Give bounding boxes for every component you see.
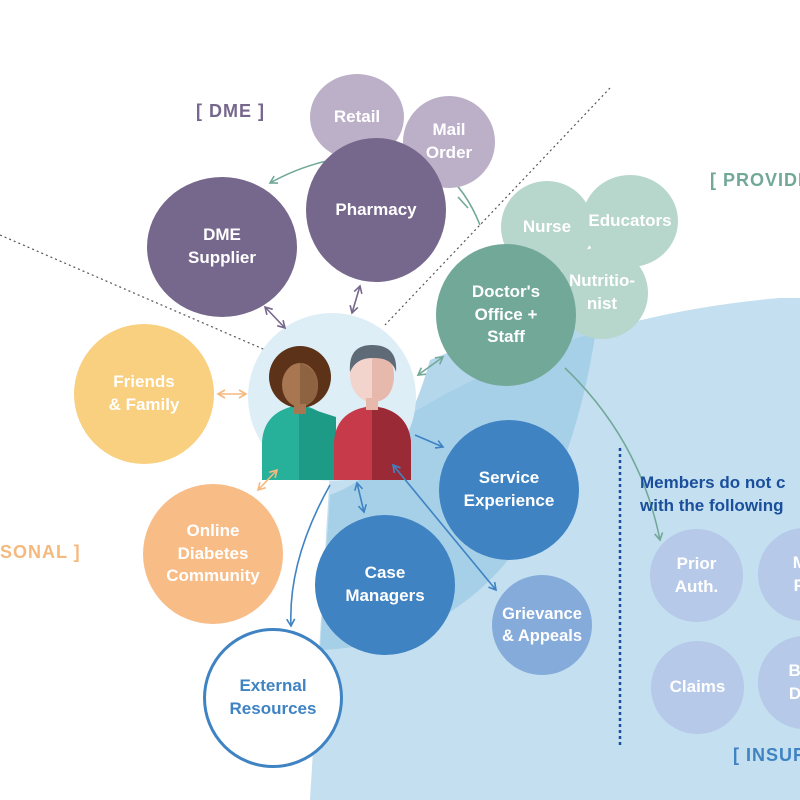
provider-section-label: [ PROVIDER [710,170,800,190]
member-hub [248,313,416,481]
service-experience-node[interactable]: Service Experience [439,420,579,560]
members-note: Members do not c with the following [640,473,786,515]
external-resources-node[interactable]: External Resources [203,628,343,768]
woman-icon [262,346,336,480]
pharmacy-node[interactable]: Pharmacy [306,138,446,282]
mail-order-node[interactable]: Mail Order [403,96,495,188]
man-icon [334,345,411,480]
claims-node[interactable]: Claims [651,641,744,734]
prior-auth-node[interactable]: Prior Auth. [650,529,743,622]
friends-family-node[interactable]: Friends & Family [74,324,214,464]
personal-section-label: SONAL ] [0,542,81,562]
doctors-office-node[interactable]: Doctor's Office + Staff [436,244,576,386]
online-community-node[interactable]: Online Diabetes Community [143,484,283,624]
case-managers-node[interactable]: Case Managers [315,515,455,655]
grievance-appeals-node[interactable]: Grievance & Appeals [492,575,592,675]
insurer-section-label: [ INSUR [733,745,800,765]
dme-section-label: [ DME ] [196,101,265,121]
dme-supplier-node[interactable]: DME Supplier [147,177,297,317]
